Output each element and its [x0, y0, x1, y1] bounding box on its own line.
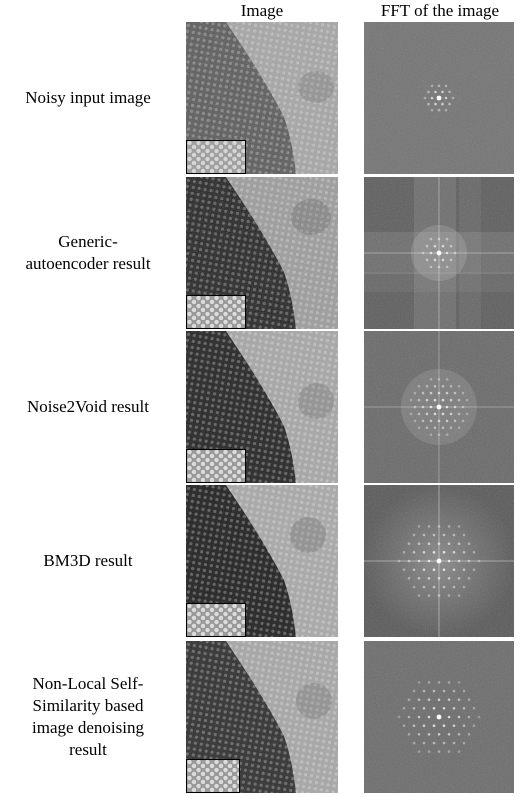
inset-zoom-noisy — [186, 140, 246, 174]
image-panel-noise2void — [186, 331, 338, 483]
row-label-noise2void: Noise2Void result — [27, 397, 149, 416]
row-label-autoencoder: Generic- autoencoder result — [25, 232, 151, 273]
inset-zoom-bm3d — [186, 603, 246, 637]
row-label-noisy: Noisy input image — [25, 88, 151, 107]
image-panel-nlss — [186, 641, 338, 793]
image-panel-noisy — [186, 22, 338, 174]
inset-zoom-noise2void — [186, 449, 246, 483]
fft-panel-autoencoder — [364, 177, 514, 329]
fft-panel-noisy — [364, 22, 514, 174]
column-header-fft: FFT of the image — [380, 1, 500, 20]
image-panel-autoencoder — [186, 177, 338, 329]
column-header-image: Image — [240, 1, 284, 20]
image-panel-bm3d — [186, 485, 338, 637]
row-label-nlss: Non-Local Self- Similarity based image d… — [32, 674, 144, 759]
inset-zoom-autoencoder — [186, 295, 246, 329]
inset-zoom-nlss — [186, 759, 240, 793]
fft-panel-nlss — [364, 641, 514, 793]
fft-panel-noise2void — [364, 331, 514, 483]
row-label-bm3d: BM3D result — [43, 551, 133, 570]
fft-panel-bm3d — [364, 485, 514, 637]
